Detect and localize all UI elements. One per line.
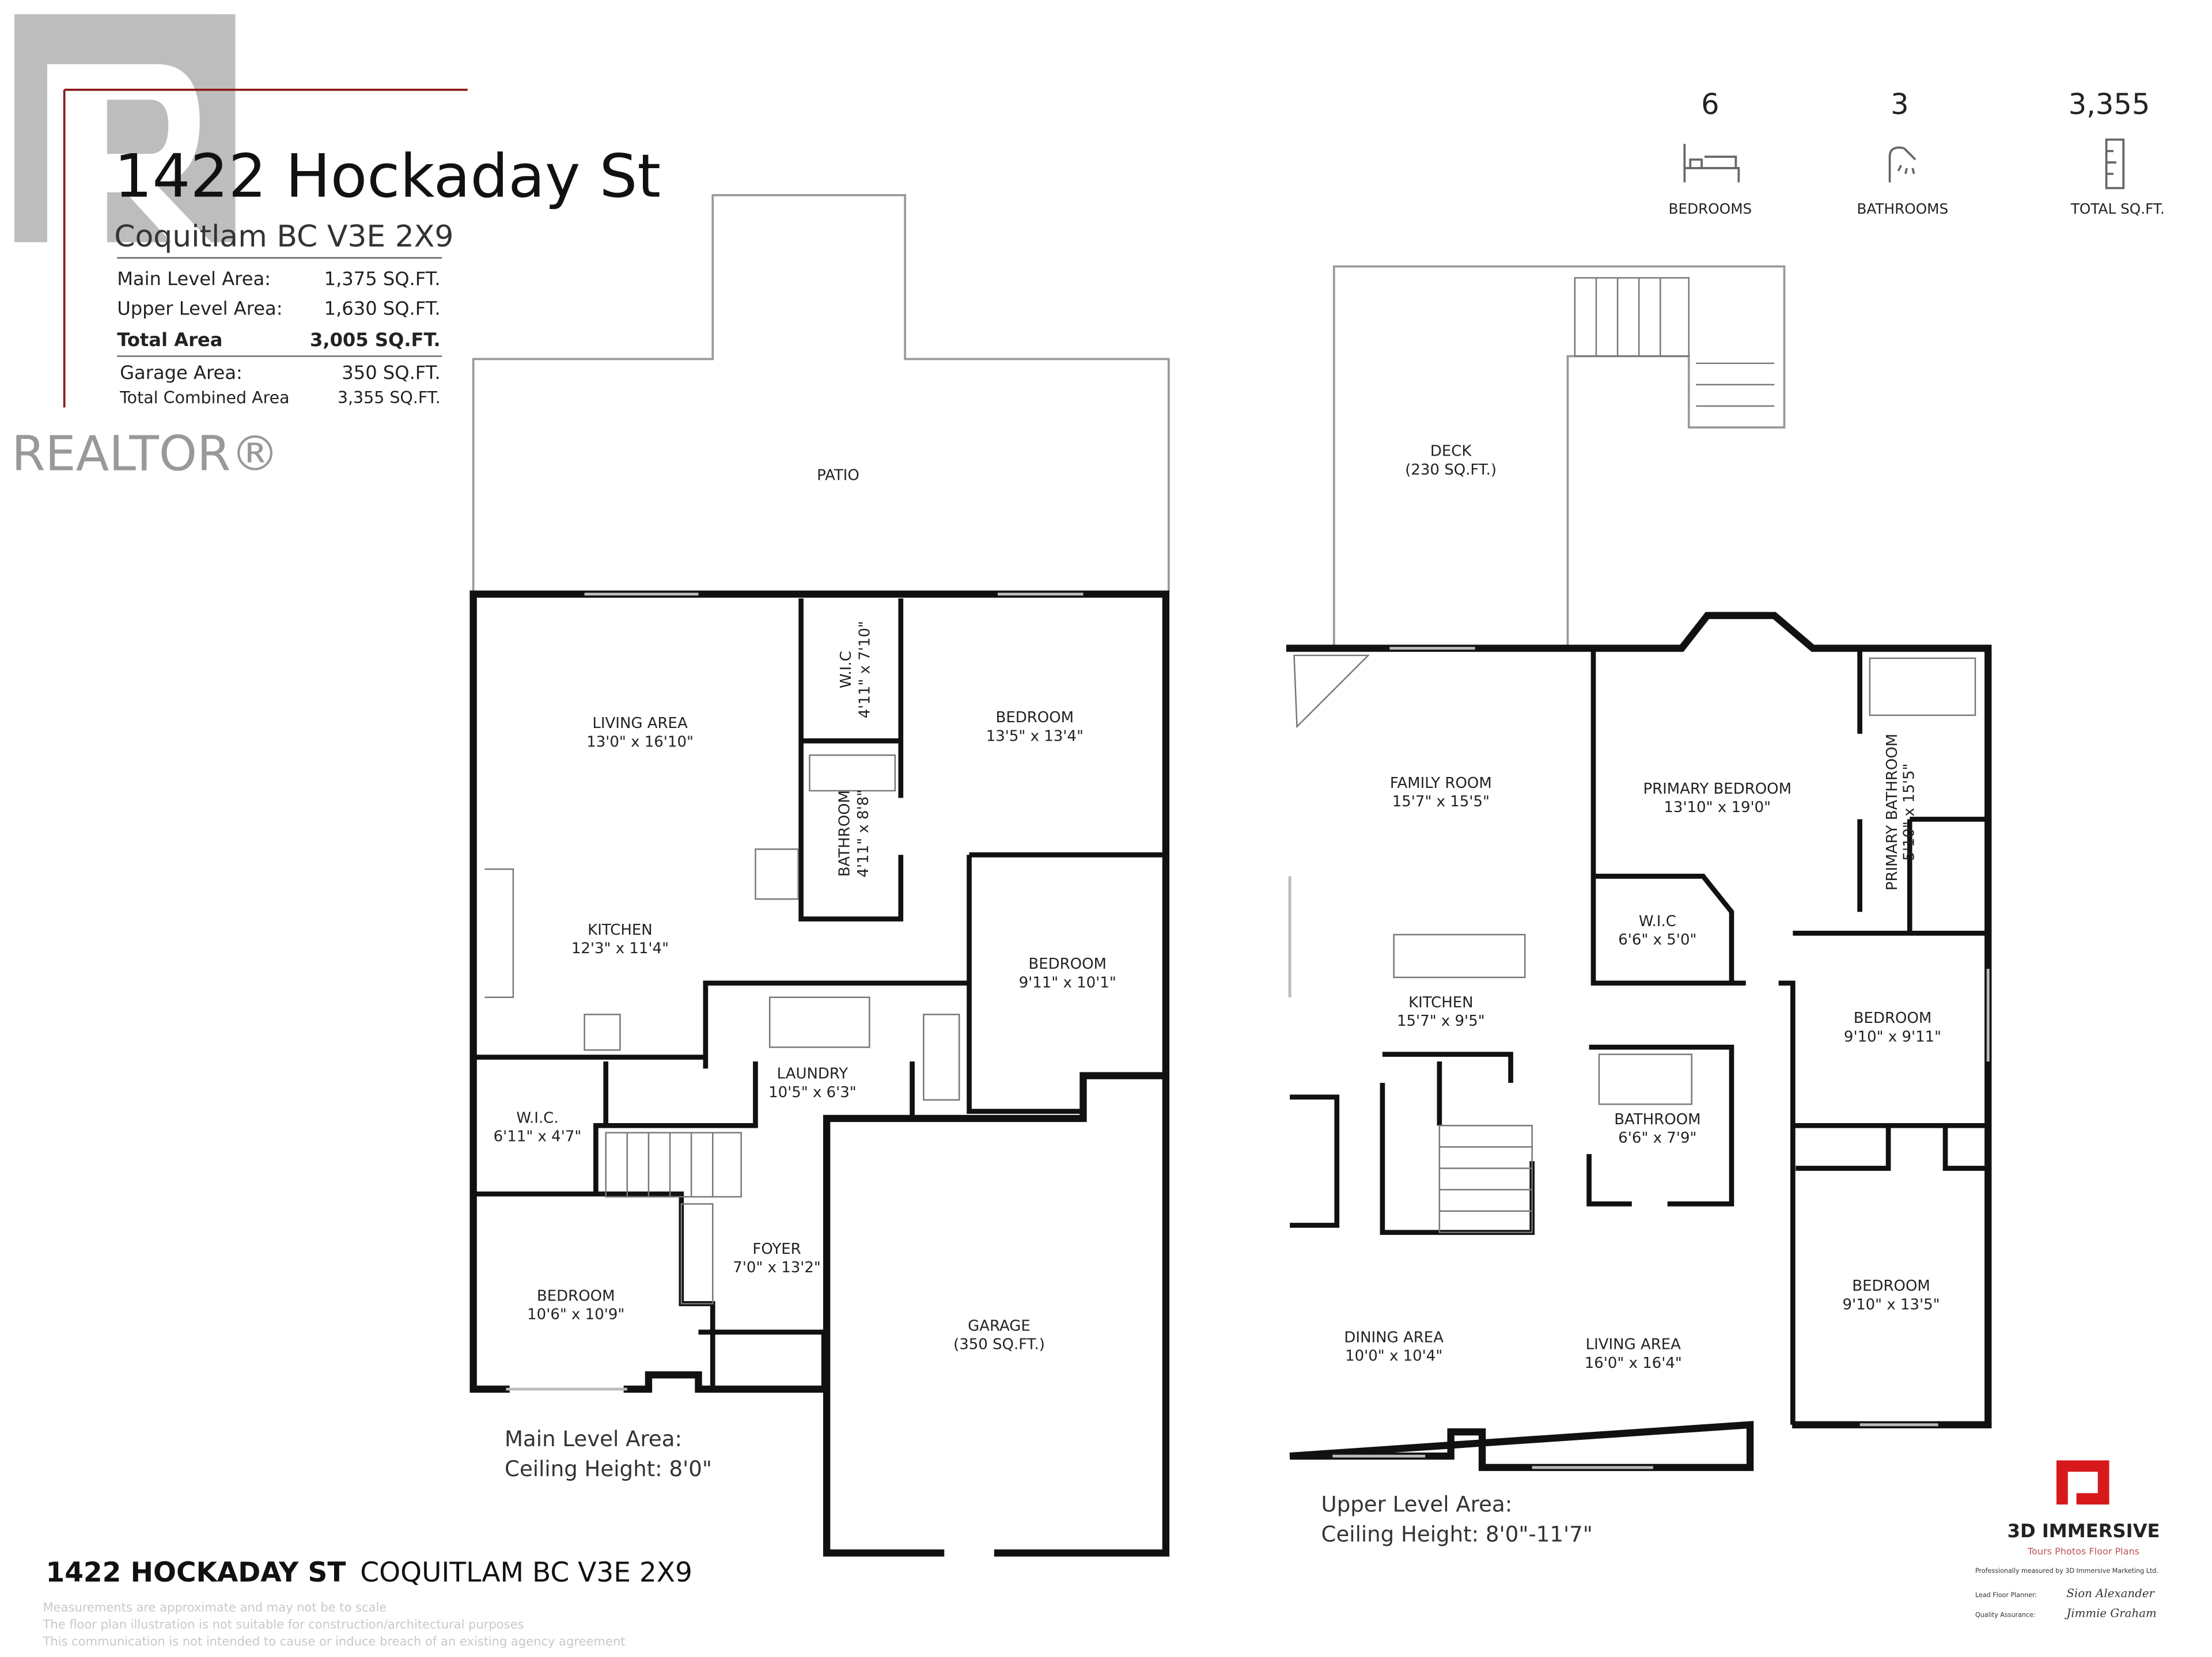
room-name: KITCHEN xyxy=(588,922,653,939)
brand-mark-icon xyxy=(2056,1460,2109,1505)
room-dims: 15'7" x 9'5" xyxy=(1397,1013,1485,1030)
disclaimers: Measurements are approximate and may not… xyxy=(43,1600,626,1648)
room-dims: 10'5" x 6'3" xyxy=(768,1084,857,1101)
realtor-logo-watermark xyxy=(14,14,236,242)
room-name: BEDROOM xyxy=(1852,1277,1930,1295)
room-dims: 9'11" x 10'1" xyxy=(1019,974,1116,991)
room-name: W.I.C xyxy=(838,651,855,688)
room-name: BATHROOM xyxy=(836,790,854,877)
bathrooms-label: BATHROOMS xyxy=(1857,200,1948,217)
upper-level-plan: DECK (230 SQ.FT.) FAMILY ROOM 15'7" x 15… xyxy=(1286,265,1992,1547)
bed-icon xyxy=(1683,143,1740,183)
area-value: 1,630 SQ.FT. xyxy=(324,298,441,320)
room-dims: (230 SQ.FT.) xyxy=(1405,461,1497,479)
room-dims: 7'0" x 13'2" xyxy=(733,1259,821,1276)
brand-tagline: Tours Photos Floor Plans xyxy=(2027,1546,2139,1557)
room-dims: 15'7" x 15'5" xyxy=(1392,793,1490,810)
room-dims: 5'10" x 15'5" xyxy=(1901,763,1918,860)
room-dims: 13'5" x 13'4" xyxy=(986,727,1084,745)
room-name: FAMILY ROOM xyxy=(1390,775,1492,792)
deck-outline xyxy=(1332,265,1786,649)
property-city: Coquitlam BC V3E 2X9 xyxy=(114,219,453,254)
area-label: Total Area xyxy=(117,329,222,351)
footer-address: 1422 HOCKADAY ST COQUITLAM BC V3E 2X9 xyxy=(46,1557,692,1588)
room-dims: 12'3" x 11'4" xyxy=(571,940,669,957)
footer-street: 1422 HOCKADAY ST xyxy=(46,1557,346,1588)
exterior-stairs xyxy=(1574,277,1690,357)
room-name: PRIMARY BATHROOM xyxy=(1884,734,1901,890)
room-name: KITCHEN xyxy=(1408,994,1474,1011)
room-name: BEDROOM xyxy=(1854,1010,1932,1027)
room-dims: 13'0" x 16'10" xyxy=(586,733,694,750)
room-dims: 9'10" x 13'5" xyxy=(1842,1296,1940,1313)
room-name: BATHROOM xyxy=(1614,1111,1700,1128)
room-dims: 10'6" x 10'9" xyxy=(527,1306,624,1324)
total-sqft: 3,355 xyxy=(2069,88,2150,121)
room-dims: 6'6" x 5'0" xyxy=(1618,931,1696,949)
property-title: 1422 Hockaday St xyxy=(114,141,661,211)
brand-name: 3D IMMERSIVE xyxy=(2008,1520,2160,1542)
lead-planner-signature: Sion Alexander xyxy=(2066,1587,2155,1600)
room-name: GARAGE xyxy=(968,1318,1031,1335)
quality-assurance-signature: Jimmie Graham xyxy=(2064,1607,2156,1620)
shower-icon xyxy=(1888,146,1916,183)
room-dims: 10'0" x 10'4" xyxy=(1345,1347,1442,1364)
room-name: BEDROOM xyxy=(1028,955,1107,973)
room-name: DINING AREA xyxy=(1344,1329,1444,1346)
room-dims: 6'11" x 4'7" xyxy=(494,1128,582,1145)
footer-city: COQUITLAM BC V3E 2X9 xyxy=(360,1557,692,1588)
area-label: Main Level Area: xyxy=(117,268,271,290)
bathrooms-count: 3 xyxy=(1891,88,1908,121)
room-name: BEDROOM xyxy=(996,709,1074,726)
bedrooms-count: 6 xyxy=(1701,88,1719,121)
room-name: DECK xyxy=(1430,443,1472,460)
room-name: W.I.C xyxy=(1639,913,1676,930)
bedrooms-label: BEDROOMS xyxy=(1669,200,1752,217)
room-dims: (350 SQ.FT.) xyxy=(953,1336,1045,1353)
area-value: 3,005 SQ.FT. xyxy=(310,329,441,351)
measured-by: Professionally measured by 3D Immersive … xyxy=(1975,1567,2158,1575)
area-label: Upper Level Area: xyxy=(117,298,282,320)
room-dims: 4'11" x 7'10" xyxy=(856,621,873,718)
main-level-ceiling: Ceiling Height: 8'0" xyxy=(505,1457,712,1481)
room-dims: 16'0" x 16'4" xyxy=(1585,1355,1682,1372)
area-label: Garage Area: xyxy=(120,362,243,384)
room-dims: 6'6" x 7'9" xyxy=(1618,1129,1696,1147)
disclaimer: The floor plan illustration is not suita… xyxy=(43,1617,524,1632)
room-name: LIVING AREA xyxy=(1586,1336,1681,1353)
room-name: PRIMARY BEDROOM xyxy=(1643,780,1791,798)
ruler-icon xyxy=(2105,138,2125,189)
disclaimer: This communication is not intended to ca… xyxy=(43,1634,626,1648)
lead-planner-label: Lead Floor Planner: xyxy=(1975,1591,2037,1599)
area-value: 350 SQ.FT. xyxy=(342,362,440,384)
room-name: FOYER xyxy=(752,1241,801,1258)
main-level-caption: Main Level Area: xyxy=(505,1427,682,1451)
stairs xyxy=(605,1132,742,1198)
area-summary: Main Level Area: 1,375 SQ.FT. Upper Leve… xyxy=(117,268,442,407)
quality-assurance-label: Quality Assurance: xyxy=(1975,1612,2036,1619)
upper-level-ceiling: Ceiling Height: 8'0"-11'7" xyxy=(1321,1522,1593,1547)
room-name: PATIO xyxy=(817,467,859,484)
room-dims: 4'11" x 8'8" xyxy=(855,790,872,878)
disclaimer: Measurements are approximate and may not… xyxy=(43,1600,387,1614)
area-label: Total Combined Area xyxy=(119,388,289,407)
room-dims: 9'10" x 9'11" xyxy=(1844,1028,1941,1045)
main-level-plan: PATIO LIVING AREA 13'0" x 16'10" W.I.C 4… xyxy=(469,194,1170,1557)
area-value: 3,355 SQ.FT. xyxy=(338,388,441,407)
stats-panel: 6 BEDROOMS 3 BATHROOMS 3,355 TOTAL SQ.FT… xyxy=(1669,88,2165,217)
room-name: W.I.C. xyxy=(516,1109,558,1127)
total-sqft-label: TOTAL SQ.FT. xyxy=(2070,200,2165,217)
realtor-wordmark: REALTOR® xyxy=(12,425,279,481)
area-value: 1,375 SQ.FT. xyxy=(324,268,441,290)
upper-level-caption: Upper Level Area: xyxy=(1321,1492,1513,1517)
room-name: LIVING AREA xyxy=(592,715,688,732)
room-name: LAUNDRY xyxy=(777,1066,849,1083)
room-dims: 13'10" x 19'0" xyxy=(1664,799,1771,816)
patio-outline xyxy=(472,194,1170,591)
3d-immersive-logo: 3D IMMERSIVE Tours Photos Floor Plans Pr… xyxy=(1975,1460,2160,1620)
room-name: BEDROOM xyxy=(537,1288,615,1305)
